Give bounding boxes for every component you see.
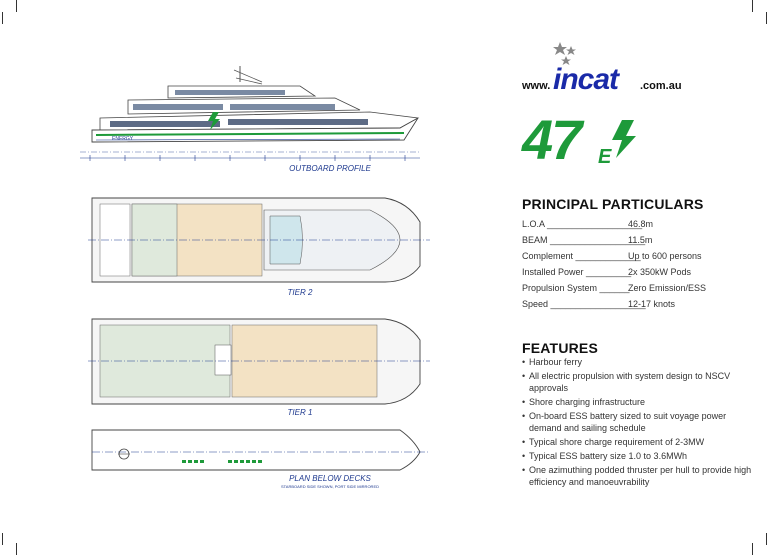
brand-logo[interactable]: www. incat .com.au <box>522 40 712 102</box>
particulars-value: Up to 600 persons <box>628 251 702 261</box>
particulars-row: Propulsion System ______ Zero Emission/E… <box>522 280 752 296</box>
particulars-label: Installed Power _________ <box>522 267 632 277</box>
particulars-value: Zero Emission/ESS <box>628 283 707 293</box>
particulars-value: 2x 350kW Pods <box>628 267 692 277</box>
particulars-row: L.O.A ___________________ 46.8m <box>522 216 752 232</box>
particulars-value: 11.5m <box>628 235 653 245</box>
crop-mark <box>2 12 3 24</box>
plan-below-decks-label: PLAN BELOW DECKS <box>289 474 371 483</box>
particulars-heading: PRINCIPAL PARTICULARS <box>522 196 704 212</box>
feature-item: All electric propulsion with system desi… <box>522 370 757 394</box>
features-heading: FEATURES <box>522 340 599 356</box>
particulars-value: 12-17 knots <box>628 299 676 309</box>
particulars-row: Installed Power _________ 2x 350kW Pods <box>522 264 752 280</box>
feature-item: One azimuthing podded thruster per hull … <box>522 464 757 488</box>
crop-mark <box>16 543 17 555</box>
below-decks-plan-drawing <box>91 429 430 471</box>
tier1-plan-drawing <box>88 318 430 405</box>
feature-item: Shore charging infrastructure <box>522 396 757 408</box>
model-number: 47 <box>522 108 582 171</box>
feature-item: Harbour ferry <box>522 356 757 368</box>
crop-mark <box>766 12 767 24</box>
particulars-label: Complement _____________ <box>522 251 641 261</box>
outboard-profile-label: OUTBOARD PROFILE <box>289 164 371 173</box>
feature-item: Typical shore charge requirement of 2-3M… <box>522 436 757 448</box>
feature-item: Typical ESS battery size 1.0 to 3.6MWh <box>522 450 757 462</box>
lightning-bolt-icon <box>612 120 636 158</box>
crop-mark <box>752 543 753 555</box>
particulars-table: L.O.A ___________________ 46.8m BEAM ___… <box>522 216 752 312</box>
particulars-label: Speed ___________________ <box>522 299 646 309</box>
crop-mark <box>752 0 753 12</box>
crop-mark <box>766 533 767 545</box>
plan-below-decks-note: STARBOARD SIDE SHOWN, PORT SIDE MIRRORED <box>280 484 379 489</box>
feature-item: On-board ESS battery sized to suit voyag… <box>522 410 757 434</box>
particulars-row: Complement _____________ Up to 600 perso… <box>522 248 752 264</box>
outboard-profile-drawing <box>80 66 420 161</box>
vessel-name-livery: ENERGY <box>112 136 134 142</box>
particulars-label: L.O.A ___________________ <box>522 219 643 229</box>
particulars-label: BEAM ___________________ <box>522 235 646 245</box>
logo-suffix: .com.au <box>640 80 682 92</box>
particulars-label: Propulsion System ______ <box>522 283 630 293</box>
crop-mark <box>2 533 3 545</box>
features-list: Harbour ferry All electric propulsion wi… <box>522 356 757 490</box>
particulars-value: 46.8m <box>628 219 654 229</box>
tier2-label: TIER 2 <box>287 288 313 297</box>
particulars-row: Speed ___________________ 12-17 knots <box>522 296 752 312</box>
logo-prefix: www. <box>522 80 551 92</box>
model-letter: E <box>598 146 612 168</box>
model-badge: 47 E <box>522 108 652 171</box>
logo-stars-icon <box>553 42 576 65</box>
tier1-label: TIER 1 <box>287 408 313 417</box>
tier2-plan-drawing <box>88 197 430 283</box>
logo-wordmark: incat <box>553 63 619 96</box>
particulars-row: BEAM ___________________ 11.5m <box>522 232 752 248</box>
crop-mark <box>16 0 17 12</box>
